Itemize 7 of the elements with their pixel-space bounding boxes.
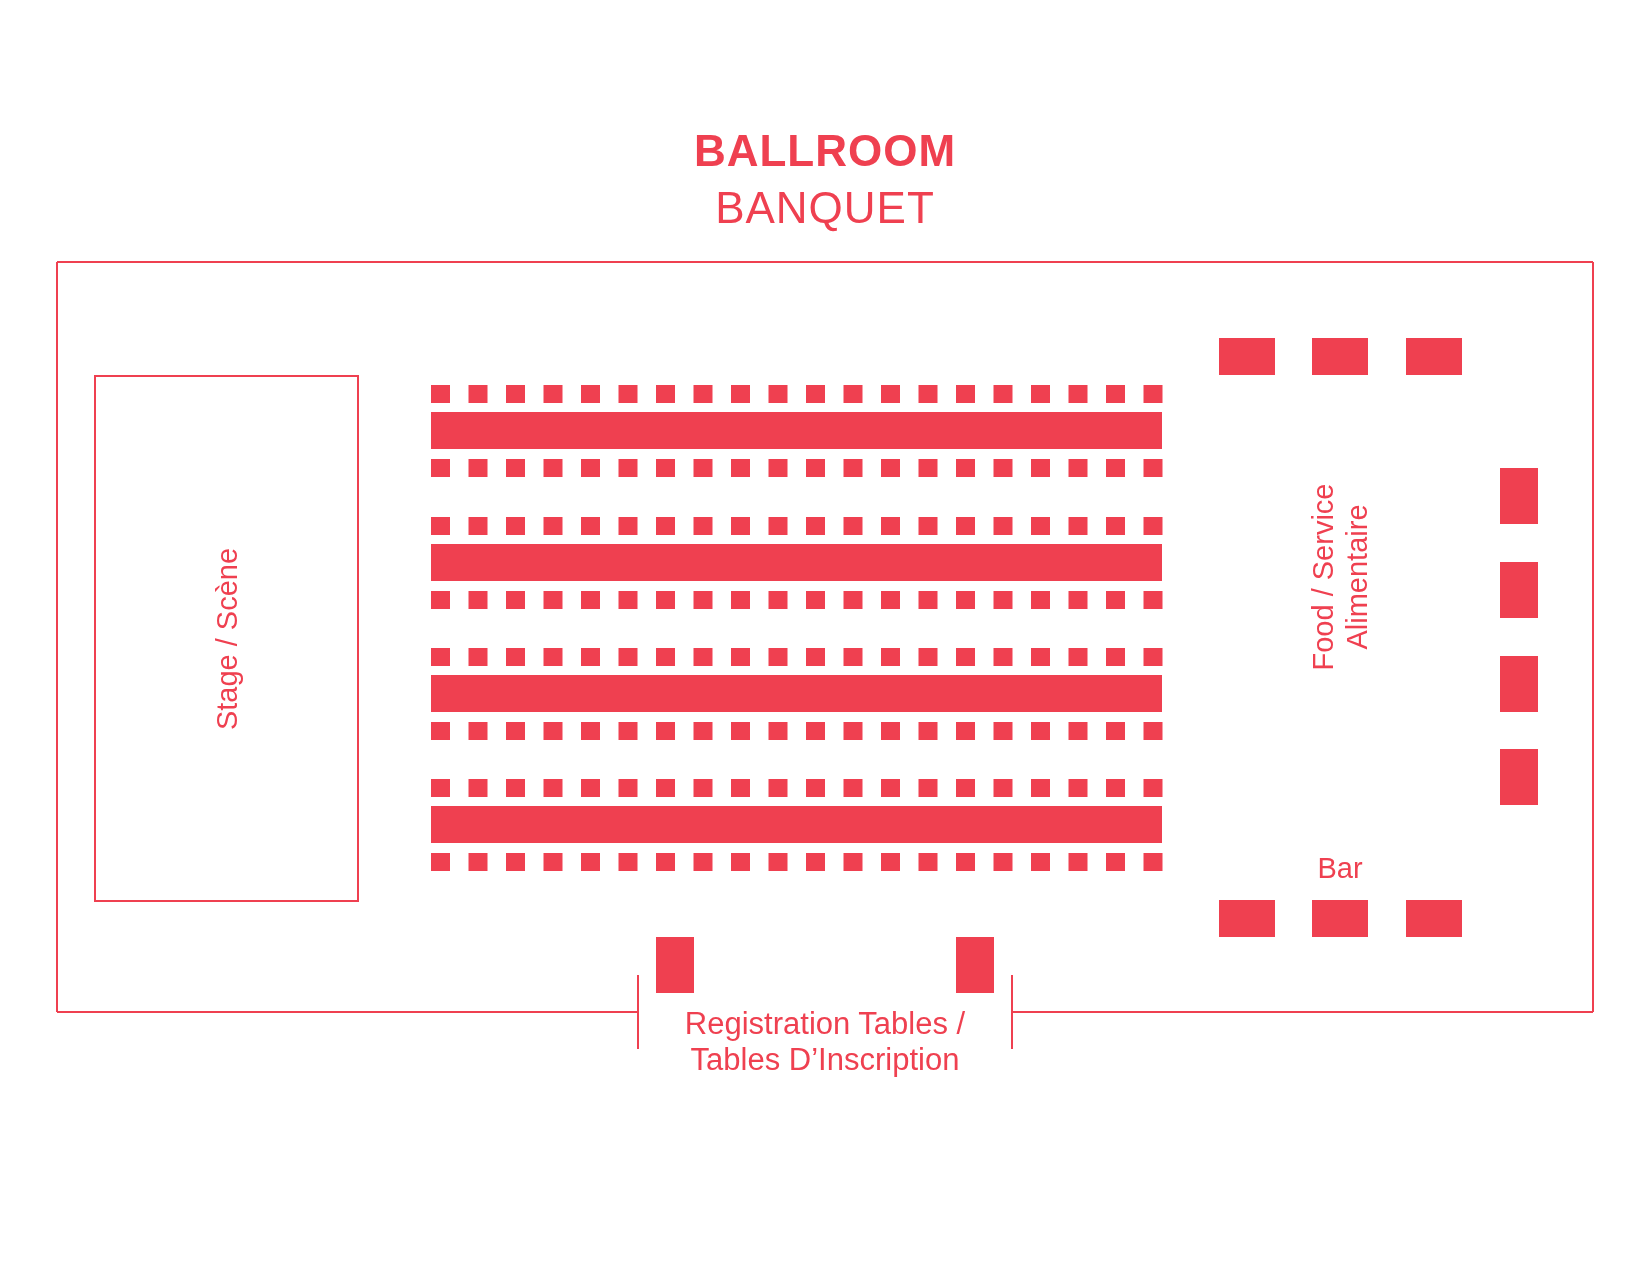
subtitle: BANQUET (714, 183, 936, 233)
area-label: Registration Tables / Tables D’Inscription (683, 1006, 967, 1078)
area-label: Bar (1316, 852, 1364, 885)
stage-area (94, 375, 359, 902)
title: BALLROOM (692, 126, 958, 176)
area-label: Stage / Scène (210, 546, 244, 732)
area-label: Food / Service Alimentaire (1306, 482, 1374, 673)
